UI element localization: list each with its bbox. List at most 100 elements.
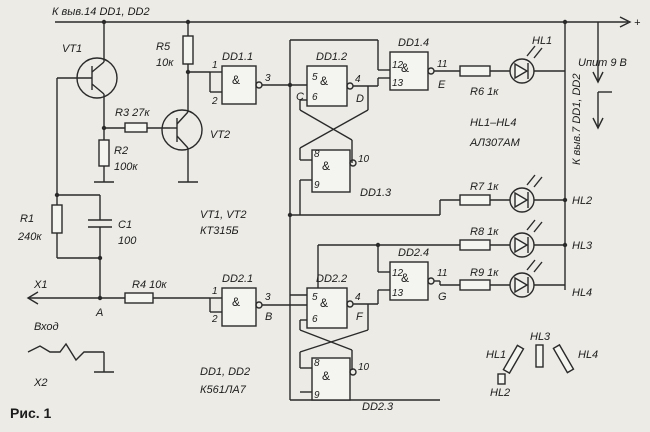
- svg-text:&: &: [401, 61, 409, 75]
- node-a: A: [95, 307, 103, 319]
- r5-value: 10к: [156, 57, 174, 69]
- r4-resistor: [124, 292, 154, 304]
- dd2-3-label: DD2.3: [362, 401, 394, 413]
- r1-label: R1: [20, 213, 34, 225]
- gate-dd2-3: [311, 357, 351, 401]
- dd2-1-label: DD2.1: [222, 273, 253, 285]
- gate-dd2-1: [221, 287, 257, 327]
- c1-value: 100: [118, 235, 137, 247]
- dd1-4-label: DD1.4: [398, 37, 429, 49]
- supply-top-note: К выв.14 DD1, DD2: [52, 6, 150, 18]
- node-d: D: [356, 93, 364, 105]
- supply-voltage: Uпит 9 В: [578, 57, 627, 69]
- r3-label: R3 27к: [115, 107, 150, 119]
- hl2-label: HL2: [572, 195, 592, 207]
- led-type: АЛ307АМ: [469, 137, 521, 149]
- svg-text:3: 3: [265, 73, 271, 84]
- led-note: HL1–HL4: [470, 117, 516, 129]
- svg-text:9: 9: [314, 390, 320, 401]
- dd1-3-label: DD1.3: [360, 187, 392, 199]
- layout-label-hl1: HL1: [486, 349, 506, 361]
- layout-hl1: [502, 344, 525, 375]
- transistor-type: КТ315Б: [200, 225, 239, 237]
- r6-resistor: [459, 65, 491, 77]
- r1-value: 240к: [17, 231, 42, 243]
- svg-text:12: 12: [392, 268, 404, 279]
- ic-type: К561ЛА7: [200, 384, 247, 396]
- dd2-4-label: DD2.4: [398, 247, 429, 259]
- r6-label: R6 1к: [470, 86, 499, 98]
- hl4-label: HL4: [572, 287, 592, 299]
- gate-dd2-4: [389, 261, 429, 301]
- dd1-2-label: DD1.2: [316, 51, 347, 63]
- layout-label-hl2: HL2: [490, 387, 510, 399]
- svg-text:&: &: [320, 296, 328, 310]
- svg-text:3: 3: [265, 292, 271, 303]
- dd1-1-label: DD1.1: [222, 51, 253, 63]
- r8-resistor: [459, 239, 491, 251]
- gate-dd2-2: [306, 287, 348, 329]
- svg-text:2: 2: [211, 314, 218, 325]
- r9-label: R9 1к: [470, 267, 499, 279]
- svg-text:12: 12: [392, 60, 404, 71]
- r7-resistor: [459, 194, 491, 206]
- node-g: G: [438, 291, 447, 303]
- gate-dd1-3: [311, 149, 351, 193]
- layout-hl4: [552, 343, 575, 374]
- node-e: E: [438, 79, 446, 91]
- ic-note: DD1, DD2: [200, 366, 250, 378]
- svg-text:&: &: [401, 271, 409, 285]
- vt2-label: VT2: [210, 129, 230, 141]
- gate-dd1-4: [389, 51, 429, 91]
- layout-hl2: [497, 373, 506, 385]
- dd2-2-label: DD2.2: [316, 273, 347, 285]
- vt1-label: VT1: [62, 43, 82, 55]
- svg-text:6: 6: [312, 92, 318, 103]
- r1-resistor: [51, 204, 63, 234]
- c1-label: C1: [118, 219, 132, 231]
- svg-text:13: 13: [392, 78, 404, 89]
- plus-sign: +: [634, 17, 641, 29]
- svg-text:1: 1: [212, 286, 218, 297]
- svg-text:&: &: [322, 159, 330, 173]
- svg-text:10: 10: [358, 154, 370, 165]
- svg-text:11: 11: [437, 59, 447, 70]
- svg-text:&: &: [322, 369, 330, 383]
- svg-text:4: 4: [355, 74, 361, 85]
- svg-text:5: 5: [312, 72, 318, 83]
- svg-text:8: 8: [314, 149, 320, 160]
- r8-label: R8 1к: [470, 226, 499, 238]
- hl1-label: HL1: [532, 35, 552, 47]
- figure-caption: Рис. 1: [10, 405, 52, 421]
- svg-text:1: 1: [212, 60, 218, 71]
- r4-label: R4 10к: [132, 279, 167, 291]
- svg-text:5: 5: [312, 292, 318, 303]
- supply-side-note: К выв.7 DD1, DD2: [571, 74, 583, 165]
- gate-dd1-2: [306, 65, 348, 107]
- vt2-symbol: [161, 109, 203, 151]
- svg-text:6: 6: [312, 314, 318, 325]
- hl3-label: HL3: [572, 240, 593, 252]
- r2-label: R2: [114, 145, 128, 157]
- r2-value: 100к: [114, 161, 138, 173]
- positive-rail-arrow: [619, 16, 632, 28]
- svg-text:&: &: [320, 74, 328, 88]
- r2-resistor: [98, 139, 110, 167]
- svg-text:&: &: [232, 295, 240, 309]
- node-c: C: [296, 91, 304, 103]
- svg-text:10: 10: [358, 362, 370, 373]
- svg-text:11: 11: [437, 268, 447, 279]
- svg-text:2: 2: [211, 96, 218, 107]
- x2-label: X2: [33, 377, 47, 389]
- node-f: F: [356, 311, 364, 323]
- x1-label: X1: [33, 279, 47, 291]
- r5-label: R5: [156, 41, 171, 53]
- svg-text:4: 4: [355, 292, 361, 303]
- node-b: B: [265, 311, 272, 323]
- input-label: Вход: [34, 321, 59, 333]
- r3-resistor: [124, 122, 148, 133]
- r9-resistor: [459, 279, 491, 291]
- layout-hl3: [535, 344, 544, 368]
